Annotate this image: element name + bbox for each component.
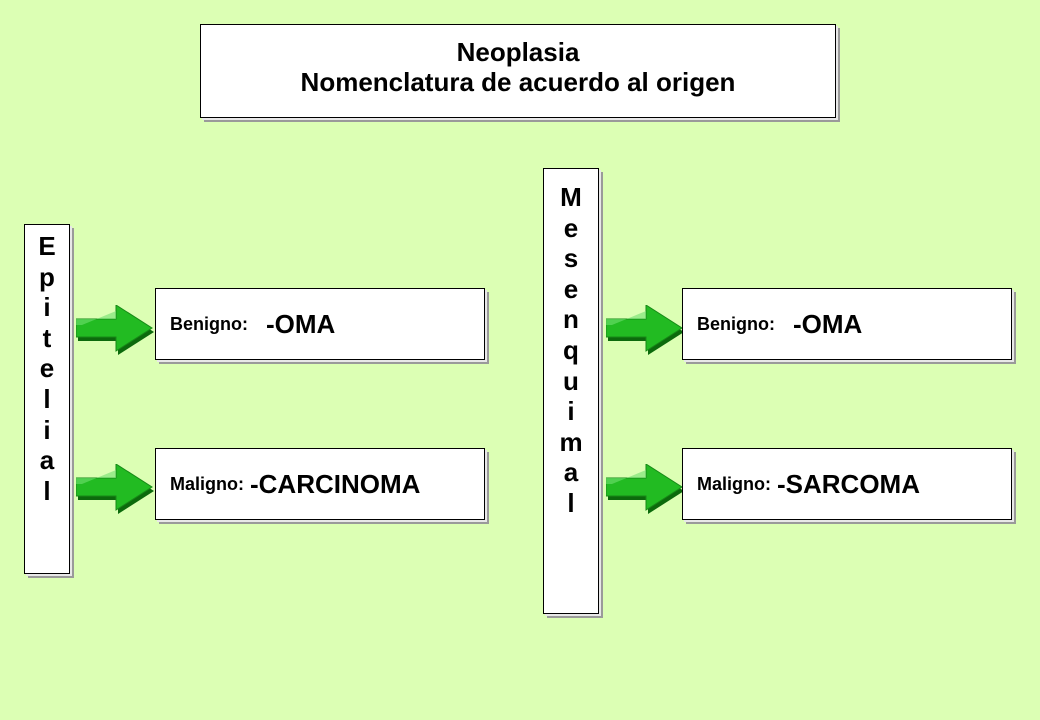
arrow-right-icon — [606, 305, 684, 355]
mesenquimal-benigno-box: Benigno: -OMA — [682, 288, 1012, 360]
epitelial-maligno-box: Maligno: -CARCINOMA — [155, 448, 485, 520]
maligno-suffix: -CARCINOMA — [250, 468, 421, 499]
mesenquimal-letter: e — [563, 212, 579, 243]
epitelial-letter: a — [39, 445, 55, 476]
epitelial-letter: e — [39, 353, 55, 384]
epitelial-letter: t — [42, 322, 52, 353]
epitelial-letter: i — [43, 414, 51, 445]
title: Neoplasia — [456, 37, 580, 67]
arrow-right-icon — [76, 464, 154, 514]
mesenquimal-letter: l — [567, 487, 575, 518]
mesenquimal-letter: q — [563, 334, 579, 365]
maligno-suffix: -SARCOMA — [777, 468, 920, 499]
mesenquimal-letter: i — [567, 396, 575, 427]
mesenquimal-letter: a — [563, 457, 579, 488]
epitelial-letter: l — [43, 475, 51, 506]
epitelial-benigno-box: Benigno: -OMA — [155, 288, 485, 360]
maligno-label: Maligno: — [697, 473, 771, 494]
mesenquimal-letter: s — [563, 243, 579, 274]
epitelial-letter: p — [39, 261, 55, 292]
mesenquimal-letter: n — [563, 304, 579, 335]
benigno-label: Benigno: — [170, 313, 248, 334]
epitelial-letter: i — [43, 292, 51, 323]
mesenquimal-letter: e — [563, 273, 579, 304]
epitelial-letter: E — [38, 231, 56, 261]
subtitle: Nomenclatura de acuerdo al origen — [300, 67, 736, 97]
title-box: Neoplasia Nomenclatura de acuerdo al ori… — [200, 24, 836, 118]
mesenquimal-letter: M — [560, 182, 582, 212]
epitelial-label-box: E p i t e l i a l — [24, 224, 70, 574]
mesenquimal-label-box: M e s e n q u i m a l — [543, 168, 599, 614]
mesenquimal-letter: u — [563, 365, 579, 396]
arrow-right-icon — [606, 464, 684, 514]
epitelial-letter: l — [43, 383, 51, 414]
maligno-label: Maligno: — [170, 473, 244, 494]
mesenquimal-maligno-box: Maligno: -SARCOMA — [682, 448, 1012, 520]
benigno-suffix: -OMA — [793, 308, 863, 339]
mesenquimal-letter: m — [559, 426, 583, 457]
benigno-suffix: -OMA — [266, 308, 336, 339]
arrow-right-icon — [76, 305, 154, 355]
benigno-label: Benigno: — [697, 313, 775, 334]
